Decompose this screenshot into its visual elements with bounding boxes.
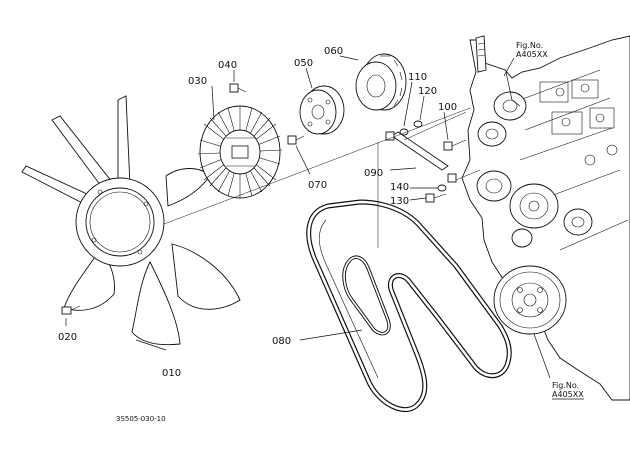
tensioner-hardware <box>385 120 467 203</box>
figure-reference-bottom-line2: A405XX <box>552 390 584 399</box>
figure-reference-top-line2: A405XX <box>516 50 548 59</box>
fan-bolt <box>61 305 81 315</box>
cooling-fan <box>21 95 241 346</box>
part-label-140: 140 <box>390 182 409 193</box>
part-labels: 010 020 030 040 050 060 070 080 090 100 … <box>58 46 457 379</box>
part-label-080: 080 <box>272 336 291 347</box>
figure-reference-bottom-line1: Fig.No. <box>552 381 579 390</box>
part-label-050: 050 <box>294 58 313 69</box>
assembly-lines <box>163 107 481 248</box>
part-label-090: 090 <box>364 168 383 179</box>
part-label-040: 040 <box>218 60 237 71</box>
engine-block <box>461 35 630 401</box>
figure-reference-top-line1: Fig.No. <box>516 41 543 50</box>
pulley-bolt <box>287 135 305 145</box>
part-label-130: 130 <box>390 196 409 207</box>
v-belt <box>306 199 512 412</box>
part-label-120: 120 <box>418 86 437 97</box>
drawing-code: 3S505-030-10 <box>116 415 166 423</box>
figure-reference-bottom: Fig.No. A405XX <box>552 381 584 400</box>
part-label-110: 110 <box>408 72 427 83</box>
part-label-060: 060 <box>324 46 343 57</box>
leader-lines <box>65 55 551 379</box>
part-label-030: 030 <box>188 76 207 87</box>
fan-clutch <box>197 105 283 199</box>
part-label-100: 100 <box>438 102 457 113</box>
part-label-070: 070 <box>308 180 327 191</box>
part-label-020: 020 <box>58 332 77 343</box>
figure-reference-top: Fig.No. A405XX <box>516 41 548 59</box>
part-label-010: 010 <box>162 368 181 379</box>
clutch-bolt <box>229 83 247 93</box>
fan-pulley <box>355 53 407 111</box>
fan-spacer <box>299 85 345 135</box>
